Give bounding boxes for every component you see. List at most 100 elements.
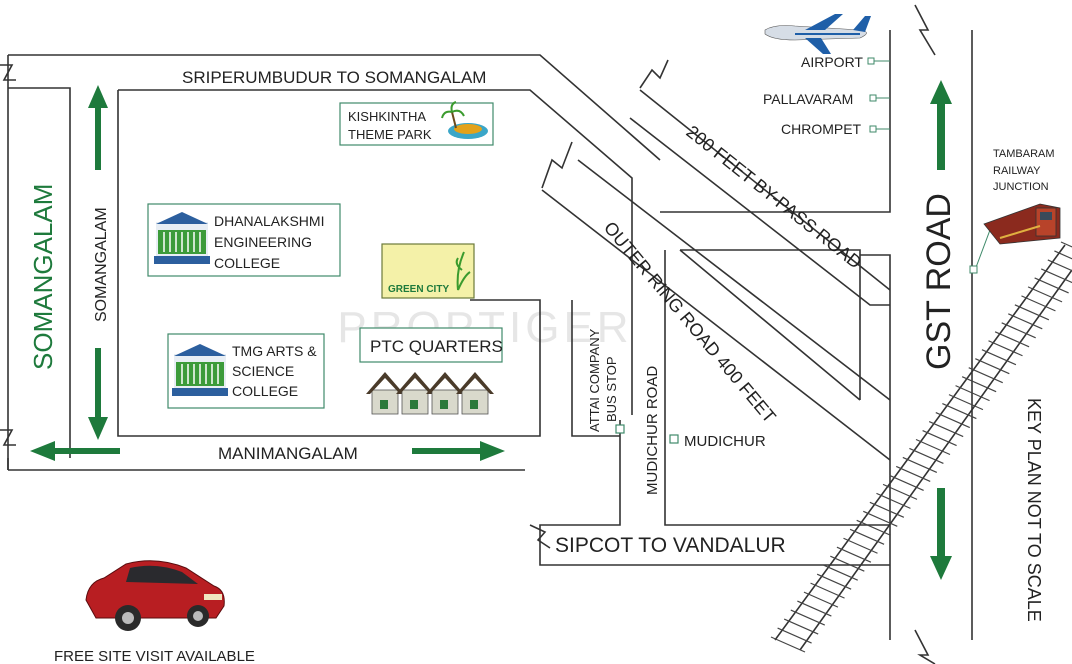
road-break-left-top	[0, 64, 16, 81]
road-break-gst-bottom	[914, 629, 936, 664]
railway-sleeper	[783, 618, 819, 635]
road-label-manimangalam: MANIMANGALAM	[218, 444, 358, 463]
place-ptc-quarters: PTC QUARTERS	[359, 327, 503, 415]
road-bypass-lower	[629, 117, 890, 306]
railway-sleeper	[942, 403, 977, 420]
key-plan-note: KEY PLAN NOT TO SCALE	[1024, 398, 1044, 622]
railway-sleeper	[902, 456, 938, 474]
railway-sleeper	[889, 474, 924, 491]
road-network	[0, 4, 973, 664]
place-dhanalakshmi: DHANALAKSHMI ENGINEERING COLLEGE	[147, 203, 341, 277]
railway-sleeper	[1027, 286, 1063, 303]
railway-sleeper	[1008, 313, 1043, 330]
tambaram-line-1: TAMBARAM	[993, 148, 1055, 160]
railway-sleeper	[803, 591, 839, 608]
place-tambaram: TAMBARAM RAILWAY JUNCTION	[969, 148, 1055, 274]
railway-sleeper	[863, 510, 898, 527]
green-city-label: GREEN CITY	[388, 284, 449, 295]
road-mudichur-left	[539, 420, 890, 566]
railway-sleeper	[1040, 268, 1072, 284]
road-outer-ring-upper	[541, 189, 891, 461]
railway-sleeper	[968, 367, 1003, 384]
railway-sleeper	[1060, 241, 1072, 248]
road-bypass-box	[679, 249, 861, 401]
arrow-up-gst	[930, 80, 952, 170]
road-break-bypass	[639, 59, 669, 89]
road-sriperumbudur-bottom-edge	[8, 87, 71, 458]
railway-sleeper	[981, 349, 1017, 366]
car-icon	[85, 560, 225, 631]
houses-icon	[366, 372, 494, 415]
kishkintha-line-2: THEME PARK	[348, 127, 432, 142]
railway-sleeper	[961, 376, 997, 393]
railway-sleeper	[1034, 277, 1069, 294]
road-break-outer-ring	[541, 141, 573, 189]
tambaram-line-2: RAILWAY	[993, 165, 1041, 177]
road-attai-connector	[571, 300, 620, 437]
railway-sleeper	[909, 447, 944, 465]
road-break-sipcot	[529, 524, 551, 549]
railway-sleeper	[915, 438, 951, 456]
attai-line-1: ATTAI COMPANY	[587, 328, 602, 432]
place-chrompet: CHROMPET	[781, 121, 890, 137]
railway-sleeper	[922, 429, 957, 447]
college-building-icon	[172, 344, 228, 396]
railway-sleeper	[955, 385, 990, 402]
railway-sleeper	[994, 331, 1030, 348]
site-visit-note: FREE SITE VISIT AVAILABLE	[54, 648, 255, 664]
road-label-somangalam-small: SOMANGALAM	[93, 207, 110, 322]
road-label-gst: GST ROAD	[920, 193, 958, 370]
arrow-right-bottom	[412, 441, 505, 461]
railway-sleeper	[823, 564, 858, 581]
road-break-gst-top	[914, 4, 936, 56]
railway-sleeper	[770, 636, 806, 653]
road-label-somangalam-big: SOMANGALAM	[28, 184, 58, 370]
railway-sleeper	[1014, 304, 1050, 321]
arrow-up-left	[88, 85, 108, 170]
dhanalakshmi-line-2: ENGINEERING	[214, 234, 312, 250]
place-green-city: GREEN CITY	[381, 243, 475, 299]
railway-sleeper	[777, 627, 812, 644]
dhanalakshmi-line-3: COLLEGE	[214, 255, 280, 271]
airport-label: AIRPORT	[801, 54, 863, 70]
chrompet-label: CHROMPET	[781, 121, 862, 137]
place-kishkintha: KISHKINTHA THEME PARK	[339, 101, 494, 146]
place-airport: AIRPORT	[801, 54, 890, 70]
arrow-left-bottom	[30, 441, 120, 461]
attai-line-2: BUS STOP	[604, 356, 619, 422]
tmg-line-3: COLLEGE	[232, 383, 298, 399]
railway-sleeper	[849, 528, 885, 545]
train-icon	[983, 203, 1061, 245]
arrow-down-left	[88, 348, 108, 440]
railway-sleeper	[810, 582, 845, 599]
railway-sleeper	[1054, 250, 1072, 260]
railway-sleeper	[882, 483, 918, 500]
kishkintha-line-1: KISHKINTHA	[348, 109, 426, 124]
direction-arrows	[30, 80, 952, 580]
road-mudichur-right	[664, 250, 890, 526]
road-somangalam-inner-edge	[117, 90, 541, 437]
railway-sleeper	[830, 555, 865, 572]
railway-sleeper	[928, 420, 964, 438]
railway-sleeper	[975, 358, 1010, 375]
ptc-label: PTC QUARTERS	[370, 337, 503, 356]
railway-sleeper	[836, 546, 872, 563]
place-tmg: TMG ARTS & SCIENCE COLLEGE	[167, 333, 325, 409]
railway-sleeper	[948, 394, 984, 411]
railway-sleeper	[1001, 322, 1036, 339]
road-label-sipcot: SIPCOT TO VANDALUR	[555, 534, 786, 557]
theme-park-icon	[441, 101, 488, 139]
pallavaram-label: PALLAVARAM	[763, 91, 853, 107]
railway-sleeper	[935, 412, 971, 429]
road-outer-ring-lower	[577, 159, 891, 401]
railway-track	[770, 241, 1072, 653]
road-gst-left	[660, 30, 891, 640]
railway-sleeper	[1021, 295, 1056, 312]
road-bypass-upper	[639, 89, 891, 291]
railway-sleeper	[1047, 259, 1072, 272]
tmg-line-2: SCIENCE	[232, 363, 294, 379]
place-attai-bus-stop: ATTAI COMPANY BUS STOP	[587, 328, 625, 434]
dhanalakshmi-line-1: DHANALAKSHMI	[214, 213, 324, 229]
